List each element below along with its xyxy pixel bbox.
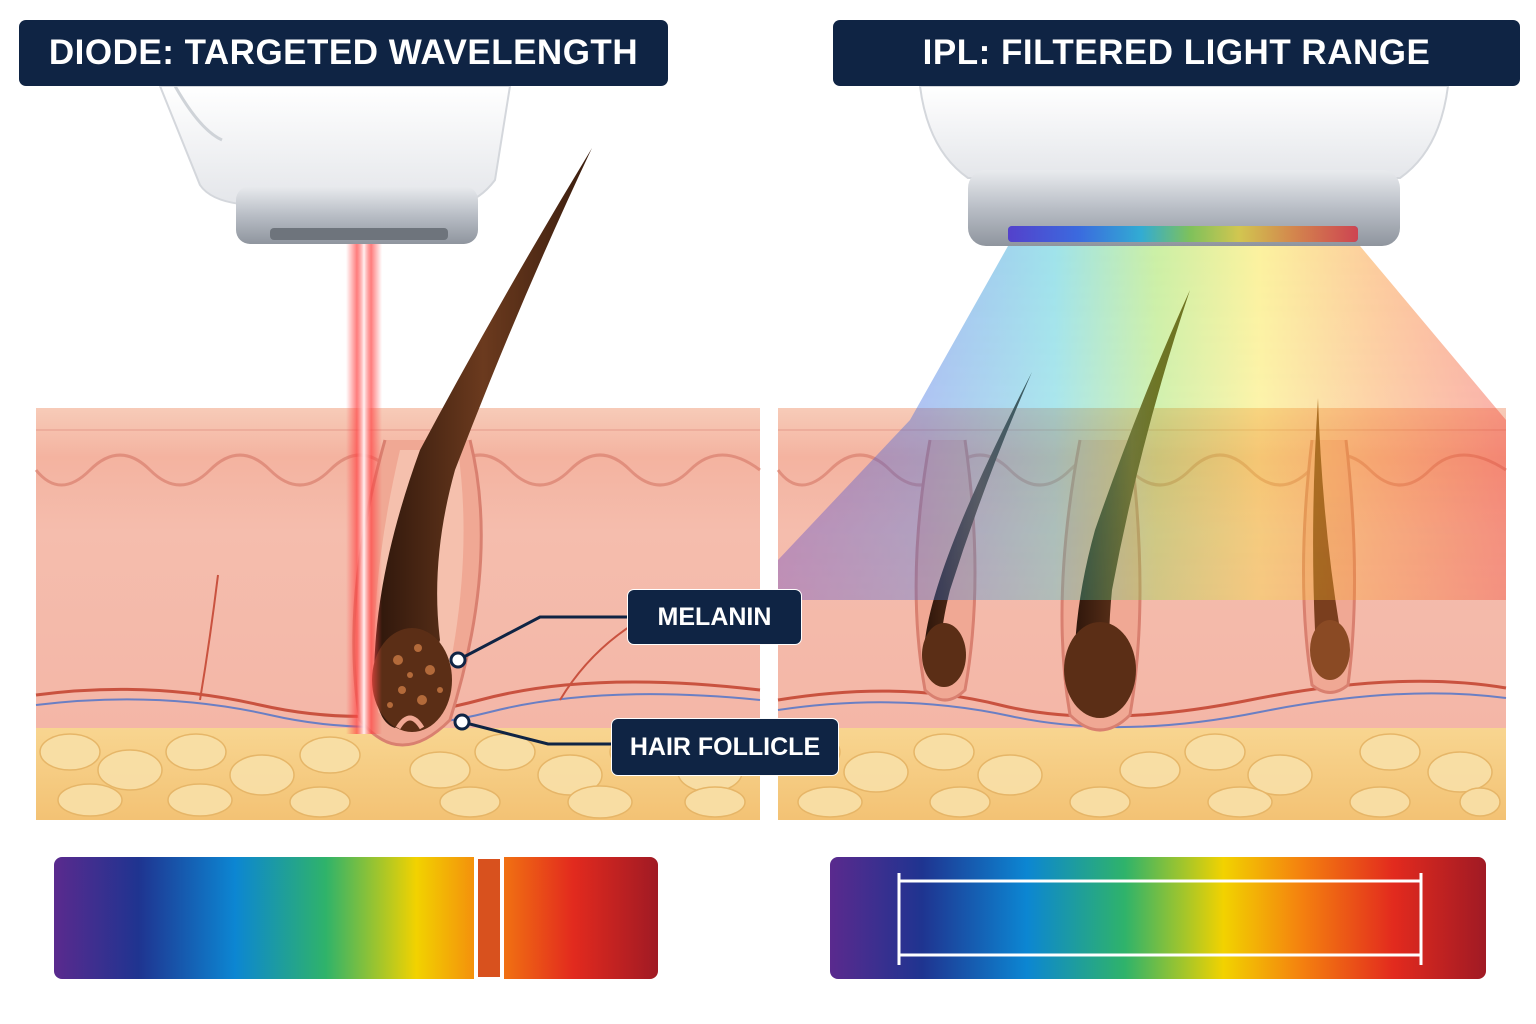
diode-laser-beam xyxy=(346,234,382,734)
diode-handpiece xyxy=(158,85,512,244)
ipl-light-beam xyxy=(778,246,1506,600)
title-diode: DIODE: TARGETED WAVELENGTH xyxy=(19,20,668,86)
title-ipl: IPL: FILTERED LIGHT RANGE xyxy=(833,20,1520,86)
follicle-marker xyxy=(453,713,471,731)
ipl-handpiece xyxy=(918,85,1450,246)
ipl-spectrum-bar xyxy=(830,857,1486,979)
label-melanin: MELANIN xyxy=(628,590,801,644)
melanin-granules xyxy=(387,644,443,708)
hair-shaft-left xyxy=(374,148,592,728)
melanin-marker xyxy=(449,651,467,669)
diode-spectrum-bar xyxy=(54,855,658,981)
label-hair-follicle: HAIR FOLLICLE xyxy=(612,719,838,775)
callout-lines xyxy=(457,615,628,746)
